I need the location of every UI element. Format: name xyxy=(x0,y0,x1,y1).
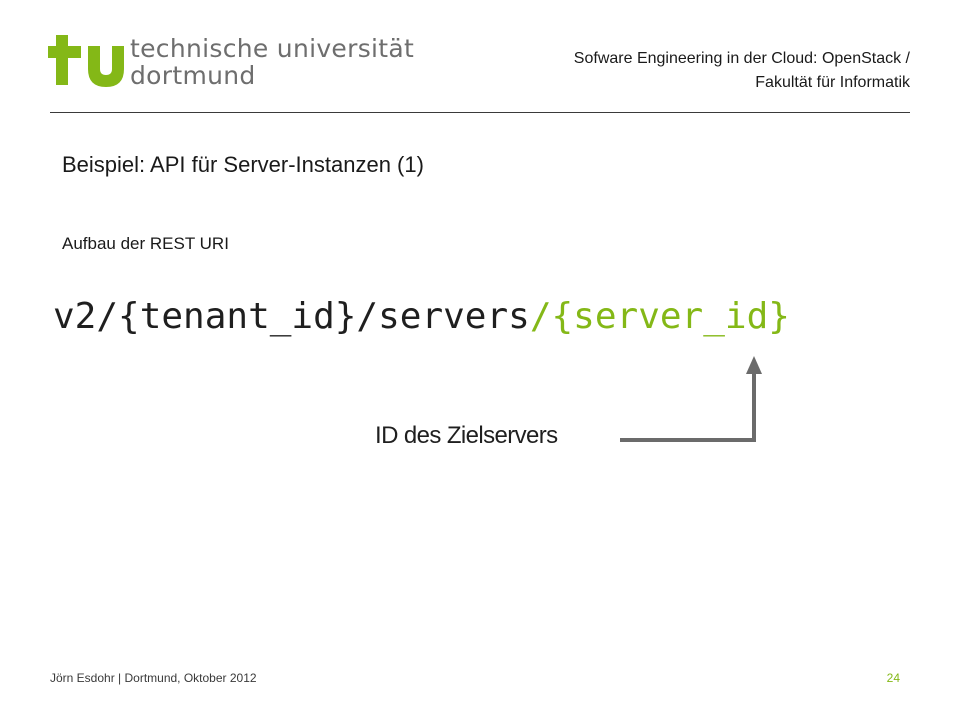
rest-uri: v2/{tenant_id}/servers/{server_id} xyxy=(53,296,790,337)
uri-server-id-segment: /{server_id} xyxy=(529,296,790,337)
header-divider xyxy=(50,112,910,113)
callout-arrow-head xyxy=(746,356,762,374)
course-title: Sofware Engineering in der Cloud: OpenSt… xyxy=(573,50,910,67)
tu-dortmund-logo: technische universität dortmund xyxy=(48,33,414,93)
tu-logo-mark xyxy=(48,35,124,87)
course-header: Sofware Engineering in der Cloud: OpenSt… xyxy=(574,47,910,95)
logo-line-2: dortmund xyxy=(130,61,256,90)
page-number: 24 xyxy=(886,671,900,685)
callout-arrow-line xyxy=(620,372,756,442)
footer-author: Jörn Esdohr | Dortmund, Oktober 2012 xyxy=(50,671,257,685)
logo-line-1: technische universität xyxy=(130,34,415,63)
logo-wordmark: technische universität dortmund xyxy=(130,35,414,89)
callout-label: ID des Zielservers xyxy=(375,422,558,449)
uri-base-path: v2/{tenant_id}/servers xyxy=(53,296,530,337)
slide-subtitle: Aufbau der REST URI xyxy=(62,234,229,253)
slide-title: Beispiel: API für Server-Instanzen (1) xyxy=(62,152,424,177)
faculty-name: Fakultät für Informatik xyxy=(755,74,910,91)
